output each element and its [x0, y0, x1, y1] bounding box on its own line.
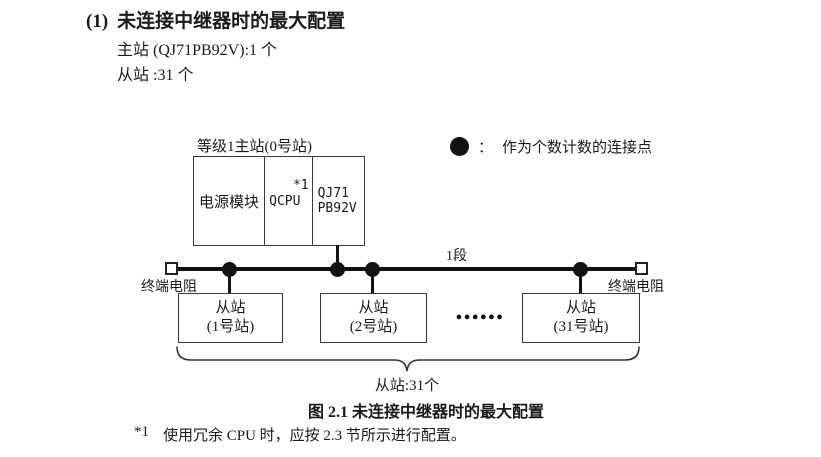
- slave1-drop-line: [228, 269, 231, 294]
- slave-station-31-box: 从站 (31号站): [522, 293, 640, 343]
- connection-dot-icon: [450, 137, 469, 156]
- bus-line: [178, 267, 635, 271]
- footnote-ref: *1: [134, 424, 149, 440]
- legend-colon: ：: [478, 140, 494, 156]
- qj71-label-line2: PB92V: [317, 201, 357, 216]
- section-heading-title: 未连接中继器时的最大配置: [117, 11, 346, 32]
- figure-caption: 图 2.1 未连接中继器时的最大配置: [307, 404, 544, 421]
- terminating-resistor-left-label: 终端电阻: [141, 280, 197, 295]
- qcpu-footnote-ref: *1: [292, 178, 309, 193]
- slave2-drop-line: [371, 269, 374, 294]
- legend: ： 作为个数计数的连接点: [450, 136, 652, 157]
- footnote: *1 使用冗余 CPU 时，应按 2.3 节所示进行配置。: [134, 424, 466, 445]
- slave-station-1-box: 从站 (1号站): [178, 293, 283, 343]
- slave31-line1: 从站: [565, 300, 596, 316]
- connection-dot-slave1: [222, 262, 237, 277]
- slave1-line2: (1号站): [206, 319, 255, 335]
- legend-text: 作为个数计数的连接点: [502, 140, 653, 156]
- slave-count-line: 从站 :31 个: [117, 67, 194, 84]
- slave2-line2: (2号站): [349, 319, 398, 335]
- master-station-box: 电源模块 QCPU *1 QJ71 PB92V: [193, 156, 365, 246]
- power-module-cell: 电源模块: [194, 157, 266, 245]
- qcpu-label: QCPU: [269, 193, 301, 209]
- slave31-drop-line: [579, 269, 582, 294]
- segment-label: 1段: [446, 249, 467, 264]
- slave1-line1: 从站: [215, 300, 246, 316]
- ellipsis-dots: ●●●●●●: [455, 311, 505, 323]
- connection-dot-slave31: [573, 262, 588, 277]
- slave2-line1: 从站: [358, 300, 389, 316]
- section-heading-index: (1): [86, 11, 109, 32]
- slave-station-2-box: 从站 (2号站): [320, 293, 427, 343]
- qj71pb92v-cell: QJ71 PB92V: [313, 157, 364, 245]
- terminating-resistor-right-icon: [635, 262, 648, 275]
- slave-count-brace: [176, 346, 640, 372]
- section-heading: (1) 未连接中继器时的最大配置: [86, 11, 345, 33]
- footnote-text: 使用冗余 CPU 时，应按 2.3 节所示进行配置。: [163, 428, 466, 444]
- connection-dot-master: [330, 262, 345, 277]
- terminating-resistor-right-label: 终端电阻: [608, 280, 664, 295]
- master-count-line: 主站 (QJ71PB92V):1 个: [117, 42, 278, 59]
- connection-dot-slave2: [365, 262, 380, 277]
- master-drop-line: [336, 245, 339, 268]
- slave31-line2: (31号站): [553, 319, 609, 335]
- master-station-label: 等级1主站(0号站): [197, 139, 312, 155]
- terminating-resistor-left-icon: [165, 262, 178, 275]
- qj71-label-line1: QJ71: [317, 186, 349, 201]
- brace-label: 从站:31个: [374, 378, 440, 394]
- qcpu-cell: QCPU *1: [265, 157, 313, 245]
